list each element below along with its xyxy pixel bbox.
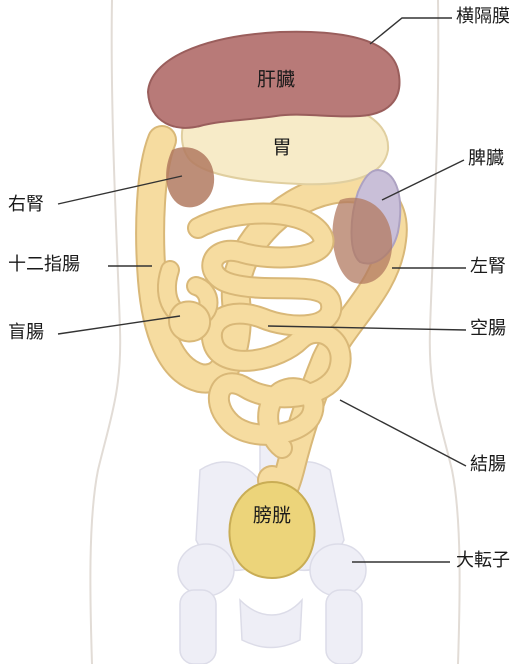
greater-trochanter-label: 大転子 — [456, 550, 510, 571]
bladder — [228, 480, 316, 580]
left-kidney-label: 左腎 — [470, 256, 506, 277]
leader-diaphragm — [369, 17, 452, 45]
leader-colon — [339, 399, 467, 467]
diaphragm-label: 横隔膜 — [456, 6, 510, 27]
right-kidney-label: 右腎 — [8, 194, 44, 215]
leader-right-kidney — [57, 175, 183, 205]
leader-lines — [57, 17, 467, 563]
body-outline — [89, 0, 461, 664]
colon-label: 結腸 — [470, 454, 506, 475]
right-kidney — [166, 147, 215, 208]
stomach-label: 胃 — [272, 136, 292, 159]
liver-label: 肝臓 — [256, 68, 296, 91]
duodenum-label: 十二指腸 — [8, 254, 80, 275]
cecum-label: 盲腸 — [8, 322, 44, 343]
left-kidney — [332, 197, 393, 284]
bladder-label: 膀胱 — [252, 504, 292, 527]
liver — [146, 30, 401, 129]
cecum — [168, 300, 212, 343]
spleen-label: 脾臓 — [468, 148, 504, 169]
leader-spleen — [381, 159, 465, 201]
leader-cecum — [57, 315, 181, 335]
leader-jejunum — [267, 325, 467, 331]
jejunum-label: 空腸 — [470, 318, 506, 339]
